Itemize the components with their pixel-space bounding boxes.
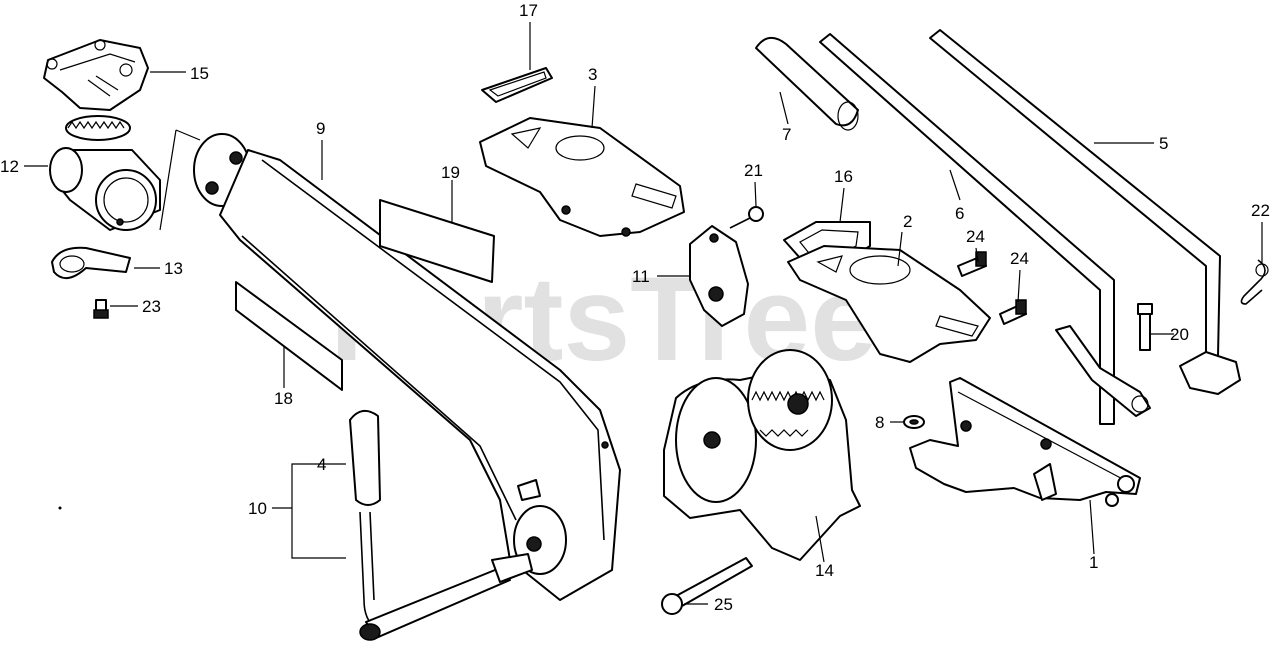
callout-23: 23 bbox=[142, 297, 161, 316]
part-25-bolt[interactable] bbox=[661, 557, 753, 615]
part-24-bolt-a[interactable] bbox=[957, 251, 987, 277]
callout-18: 18 bbox=[274, 389, 293, 408]
callout-13: 13 bbox=[164, 259, 183, 278]
callout-21: 21 bbox=[744, 161, 763, 180]
callout-16: 16 bbox=[834, 167, 853, 186]
part-4-grip[interactable] bbox=[349, 409, 381, 506]
stray-dot bbox=[58, 506, 62, 510]
callout-20: 20 bbox=[1170, 325, 1189, 344]
callout-22: 22 bbox=[1251, 201, 1270, 220]
callout-11: 11 bbox=[632, 267, 650, 286]
part-23-bolt[interactable] bbox=[93, 299, 109, 319]
part-6-handle-bar[interactable] bbox=[819, 33, 1151, 425]
callout-15: 15 bbox=[190, 64, 209, 83]
callout-10: 10 bbox=[248, 499, 267, 518]
callout-19: 19 bbox=[441, 163, 460, 182]
part-21-screw[interactable] bbox=[729, 206, 764, 229]
part-3-bracket[interactable] bbox=[479, 117, 685, 237]
callouts: 1 2 3 4 5 6 7 8 9 10 11 12 13 14 15 16 1… bbox=[0, 1, 1270, 614]
part-13-clamp[interactable] bbox=[51, 246, 131, 279]
part-8-washer[interactable] bbox=[903, 415, 925, 429]
callout-14: 14 bbox=[815, 561, 834, 580]
callout-12: 12 bbox=[0, 157, 19, 176]
part-24-bolt-b[interactable] bbox=[999, 299, 1027, 325]
part-22-clip[interactable] bbox=[1240, 259, 1269, 305]
part-14-gearbox-housing[interactable] bbox=[663, 349, 861, 561]
part-19-decal[interactable] bbox=[379, 199, 495, 283]
callout-24-a: 24 bbox=[966, 227, 985, 246]
part-11-plate[interactable] bbox=[689, 225, 749, 327]
part-20-bolt[interactable] bbox=[1137, 303, 1153, 351]
callout-25: 25 bbox=[714, 595, 733, 614]
callout-8: 8 bbox=[875, 413, 884, 432]
part-15-gear-case-cover[interactable] bbox=[43, 39, 149, 111]
leader-lines bbox=[24, 22, 1263, 605]
part-2-bracket[interactable] bbox=[787, 245, 991, 363]
callout-17: 17 bbox=[519, 1, 538, 20]
part-10-handle-assembly[interactable] bbox=[359, 511, 533, 641]
callout-5: 5 bbox=[1159, 134, 1168, 153]
part-12-gear-housing[interactable] bbox=[49, 115, 161, 231]
callout-2: 2 bbox=[903, 212, 912, 231]
callout-9: 9 bbox=[316, 119, 325, 138]
callout-7: 7 bbox=[782, 125, 791, 144]
callout-1: 1 bbox=[1089, 553, 1098, 572]
callout-6: 6 bbox=[955, 204, 964, 223]
part-5-handle-bar[interactable] bbox=[929, 29, 1241, 395]
part-18-decal[interactable] bbox=[235, 281, 343, 391]
callout-4: 4 bbox=[317, 455, 326, 474]
part-17-gasket[interactable] bbox=[481, 67, 553, 103]
part-7-grip-tube[interactable] bbox=[755, 37, 859, 131]
callout-24-b: 24 bbox=[1010, 249, 1029, 268]
part-1-lever-plate[interactable] bbox=[909, 377, 1141, 507]
callout-3: 3 bbox=[588, 65, 597, 84]
